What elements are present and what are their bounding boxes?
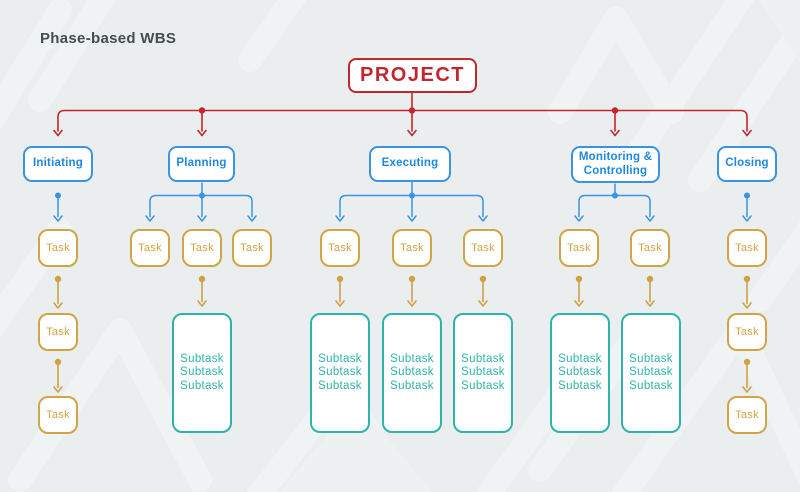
subtask-line: Subtask	[629, 379, 673, 392]
subtask-line: Subtask	[558, 379, 602, 392]
task-box: Task	[38, 396, 78, 434]
subtask-line: Subtask	[390, 352, 434, 365]
subtask-line: Subtask	[318, 352, 362, 365]
phase-box-executing: Executing	[369, 146, 451, 182]
subtask-box: Subtask Subtask Subtask	[382, 313, 442, 433]
task-box: Task	[727, 396, 767, 434]
subtask-line: Subtask	[390, 379, 434, 392]
subtask-line: Subtask	[180, 379, 224, 392]
phase-task-connectors	[53, 181, 752, 222]
task-box: Task	[630, 229, 670, 267]
subtask-line: Subtask	[629, 352, 673, 365]
task-box: Task	[559, 229, 599, 267]
phase-box-monitoring-controlling: Monitoring & Controlling	[571, 146, 660, 183]
task-box: Task	[727, 313, 767, 351]
task-box: Task	[130, 229, 170, 267]
subtask-line: Subtask	[558, 352, 602, 365]
task-box: Task	[727, 229, 767, 267]
subtask-line: Subtask	[461, 352, 505, 365]
subtask-box: Subtask Subtask Subtask	[172, 313, 232, 433]
phase-box-initiating: Initiating	[23, 146, 93, 182]
subtask-line: Subtask	[558, 366, 602, 379]
task-box: Task	[38, 313, 78, 351]
task-box: Task	[463, 229, 503, 267]
project-root-box: PROJECT	[348, 58, 477, 93]
task-box: Task	[38, 229, 78, 267]
phase-box-closing: Closing	[717, 146, 777, 182]
subtask-line: Subtask	[461, 379, 505, 392]
task-box: Task	[232, 229, 272, 267]
subtask-box: Subtask Subtask Subtask	[453, 313, 513, 433]
subtask-box: Subtask Subtask Subtask	[310, 313, 370, 433]
subtask-line: Subtask	[318, 379, 362, 392]
subtask-line: Subtask	[180, 352, 224, 365]
task-box: Task	[320, 229, 360, 267]
task-box: Task	[392, 229, 432, 267]
subtask-box: Subtask Subtask Subtask	[621, 313, 681, 433]
subtask-line: Subtask	[390, 366, 434, 379]
subtask-box: Subtask Subtask Subtask	[550, 313, 610, 433]
subtask-line: Subtask	[461, 366, 505, 379]
diagram-title: Phase-based WBS	[40, 30, 177, 47]
subtask-line: Subtask	[318, 366, 362, 379]
task-box: Task	[182, 229, 222, 267]
phase-box-planning: Planning	[168, 146, 235, 182]
subtask-line: Subtask	[629, 366, 673, 379]
subtask-line: Subtask	[180, 366, 224, 379]
